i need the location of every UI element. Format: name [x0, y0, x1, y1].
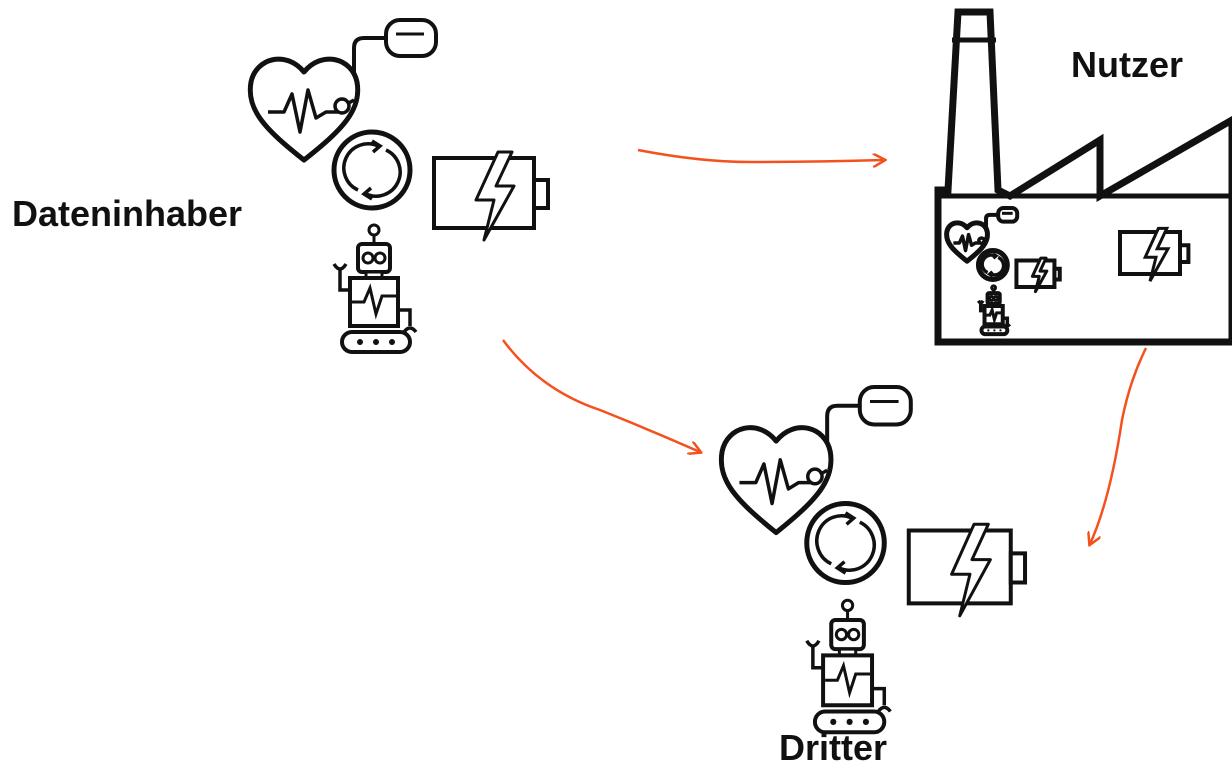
third-party-label: Dritter — [779, 727, 888, 768]
arrow-holder-to-user — [638, 150, 884, 162]
device-cluster-icon — [721, 387, 1025, 732]
factory-battery-icon — [1120, 228, 1188, 281]
third-party-device-group — [721, 387, 1025, 732]
data-holder-device-group — [250, 20, 548, 352]
data-holder-label: Dateninhaber — [12, 193, 243, 234]
arrow-holder-to-third — [503, 340, 700, 452]
user-label: Nutzer — [1071, 44, 1184, 85]
arrow-user-to-third — [1090, 348, 1146, 544]
device-cluster-icon — [250, 20, 548, 352]
factory-icon — [938, 12, 1232, 342]
